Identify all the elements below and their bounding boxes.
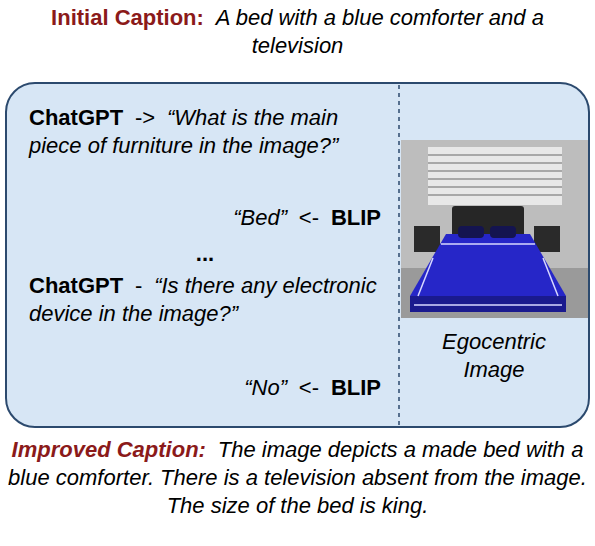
text-line: Initial Caption: A bed with a blue comfo… (5, 4, 590, 60)
speaker-name: BLIP (331, 205, 381, 230)
arrow-text: -> (135, 105, 155, 130)
dash-text: - (135, 273, 142, 298)
text-line: ... (29, 240, 381, 268)
image-label: Egocentric Image (442, 329, 546, 382)
caption-heading: Improved Caption: (12, 437, 206, 462)
speaker-name: ChatGPT (29, 105, 123, 130)
speaker-name: ChatGPT (29, 273, 123, 298)
arrow-text: <- (299, 205, 319, 230)
bed-photo (401, 140, 588, 318)
speaker-name: BLIP (331, 375, 381, 400)
answer-text: “Bed” (233, 205, 287, 230)
panel-fill (6, 83, 589, 427)
text-line: “No” <- BLIP (29, 374, 381, 402)
text-line: “Bed” <- BLIP (29, 204, 381, 232)
text-line: Improved Caption: The image depicts a ma… (5, 436, 590, 520)
text-line: ChatGPT - “Is there any electronic devic… (29, 272, 381, 328)
answer-text: “No” (244, 375, 287, 400)
arrow-text: <- (299, 375, 319, 400)
dialogue-panel: ChatGPT -> “What is the main piece of fu… (5, 82, 590, 428)
dashed-divider (398, 85, 400, 425)
text-line: ChatGPT -> “What is the main piece of fu… (29, 104, 381, 160)
caption-heading: Initial Caption: (51, 5, 204, 30)
text-line: Egocentric Image (419, 328, 569, 384)
ellipsis: ... (196, 241, 214, 266)
caption-text: A bed with a blue comforter and a televi… (216, 5, 544, 58)
